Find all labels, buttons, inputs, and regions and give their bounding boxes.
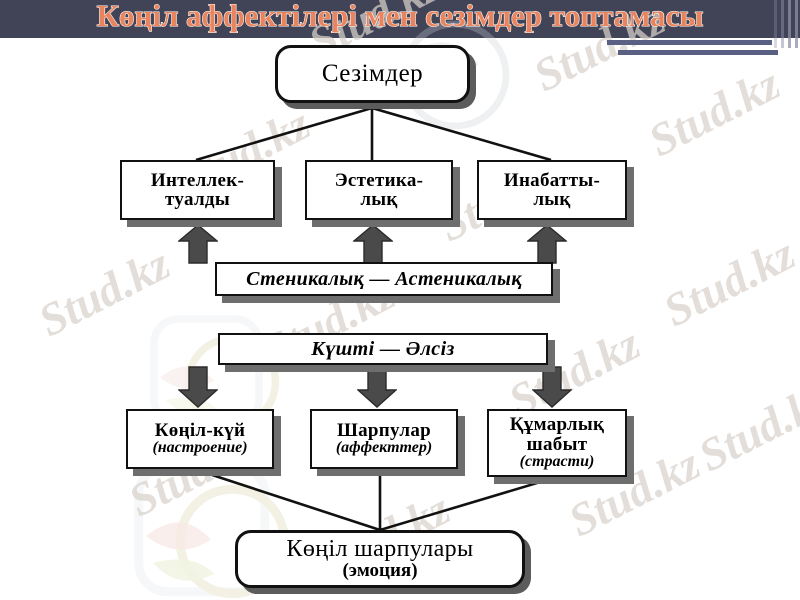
node-qumarlyq-shabyt[interactable]: Құмарлық шабыт (страсти) (487, 409, 627, 477)
node-label-line1: Инабатты- (503, 169, 601, 191)
node-label-line1: Интеллек- (150, 169, 245, 191)
node-label-line1b: шабыт (526, 433, 588, 455)
node-label: Сезімдер (321, 60, 424, 88)
node-intellektualdy[interactable]: Интеллек- туалды (120, 160, 275, 220)
node-label-line1: Эстетика- (334, 169, 424, 191)
node-sezimder[interactable]: Сезімдер (275, 45, 470, 103)
node-sharpular[interactable]: Шарпулар (аффекттер) (310, 409, 458, 469)
arrow-down-qumarlyq (532, 366, 572, 408)
node-konil-sharpulary[interactable]: Көңіл шарпулары (эмоция) (235, 530, 525, 588)
node-label-line1: Шарпулар (336, 419, 432, 441)
node-label-line1: Көңіл-күй (154, 419, 246, 441)
node-label-line2: (настроение) (152, 439, 248, 457)
node-label-line2: (страсти) (519, 452, 595, 470)
node-label-line2: лық (533, 189, 571, 210)
node-label-line1: Көңіл шарпулары (286, 535, 474, 562)
title-accent-stripes (770, 0, 800, 48)
arrow-up-inabattylyq (527, 224, 567, 264)
node-label-line2: туалды (165, 189, 230, 210)
node-label: Күшті — Әлсіз (311, 337, 455, 360)
page-title: Көңіл аффектілері мен сезімдер топтамасы (96, 0, 704, 34)
arrow-down-konil-kuy (178, 366, 218, 408)
accent-bar-bottom (618, 50, 778, 55)
node-konil-kuy[interactable]: Көңіл-күй (настроение) (126, 409, 274, 469)
node-label-line1: Құмарлық (509, 414, 605, 436)
accent-bar-top (607, 40, 772, 45)
title-band (0, 0, 800, 38)
node-label-line2: (аффекттер) (335, 439, 433, 457)
node-label: Стеникалық — Астеникалық (246, 267, 522, 290)
title-band-lower (0, 38, 800, 48)
arrow-down-sharpular (357, 366, 397, 408)
arrow-up-intellektualdy (178, 224, 218, 264)
node-label-line2: лық (360, 189, 398, 210)
node-kushti-alsiz[interactable]: Күшті — Әлсіз (218, 333, 548, 365)
node-inabattylyq[interactable]: Инабатты- лық (477, 160, 627, 220)
node-estetikalyq[interactable]: Эстетика- лық (305, 160, 453, 220)
arrow-up-estetikalyq (353, 224, 393, 264)
node-label-line2: (эмоция) (342, 560, 418, 582)
node-stenikalyq-astenikalyq[interactable]: Стеникалық — Астеникалық (215, 262, 553, 296)
